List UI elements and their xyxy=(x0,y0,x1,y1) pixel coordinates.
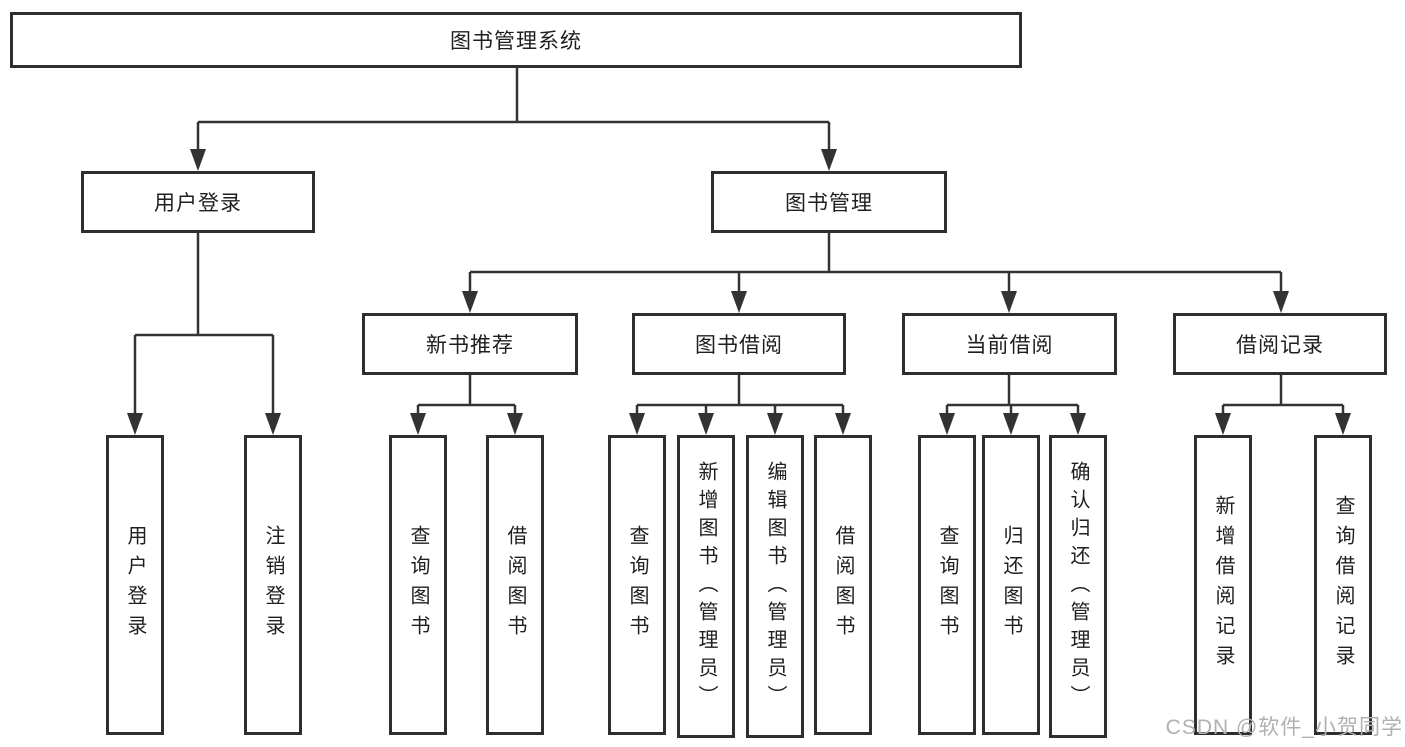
leaf-logout: 注销登录 xyxy=(244,435,302,735)
leaf-query-books-current: 查询图书 xyxy=(918,435,976,735)
leaf-borrow-books: 借阅图书 xyxy=(814,435,872,735)
leaf-query-borrow-record: 查询借阅记录 xyxy=(1314,435,1372,735)
leaf-add-book-admin: 新增图书（管理员） xyxy=(677,435,735,738)
leaf-return-book: 归还图书 xyxy=(982,435,1040,735)
leaf-label: 查询图书 xyxy=(936,525,958,645)
leaf-confirm-return-admin: 确认归还（管理员） xyxy=(1049,435,1107,738)
leaf-label: 借阅图书 xyxy=(832,525,854,645)
leaf-label: 确认归还（管理员） xyxy=(1067,460,1089,713)
leaf-label: 用户登录 xyxy=(124,525,146,645)
leaf-label: 查询借阅记录 xyxy=(1332,495,1354,675)
leaf-user-login: 用户登录 xyxy=(106,435,164,735)
leaf-edit-book-admin: 编辑图书（管理员） xyxy=(746,435,804,738)
node-borrow-records: 借阅记录 xyxy=(1173,313,1387,375)
node-current-borrow: 当前借阅 xyxy=(902,313,1117,375)
leaf-borrow-books-recommend: 借阅图书 xyxy=(486,435,544,735)
leaf-label: 编辑图书（管理员） xyxy=(764,460,786,713)
watermark-text: CSDN @软件_小贺同学 xyxy=(1165,716,1403,739)
leaf-label: 归还图书 xyxy=(1000,525,1022,645)
leaf-query-books-borrow: 查询图书 xyxy=(608,435,666,735)
leaf-label: 查询图书 xyxy=(626,525,648,645)
node-book-borrow: 图书借阅 xyxy=(632,313,846,375)
node-root: 图书管理系统 xyxy=(10,12,1022,68)
node-user-login: 用户登录 xyxy=(81,171,315,233)
node-new-book-recommend: 新书推荐 xyxy=(362,313,578,375)
leaf-label: 借阅图书 xyxy=(504,525,526,645)
node-book-management: 图书管理 xyxy=(711,171,947,233)
leaf-label: 新增图书（管理员） xyxy=(695,460,717,713)
leaf-label: 新增借阅记录 xyxy=(1212,495,1234,675)
leaf-add-borrow-record: 新增借阅记录 xyxy=(1194,435,1252,735)
leaf-label: 查询图书 xyxy=(407,525,429,645)
leaf-label: 注销登录 xyxy=(262,525,284,645)
leaf-query-books-recommend: 查询图书 xyxy=(389,435,447,735)
